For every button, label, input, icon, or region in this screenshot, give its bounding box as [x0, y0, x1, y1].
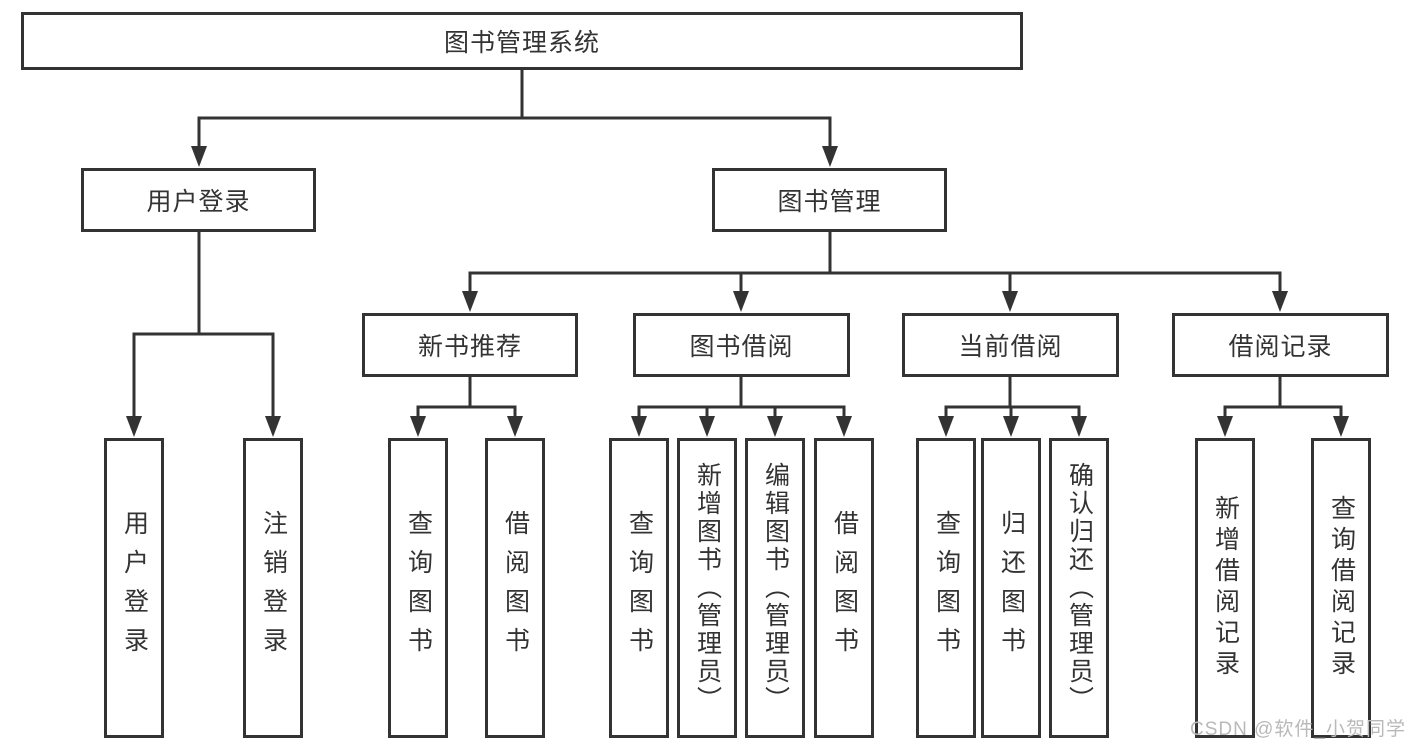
leaf-query-borrow-record: 查询借阅记录: [1311, 438, 1371, 738]
leaf-query-books-borrow: 查询图书: [609, 438, 669, 738]
node-label: 用户登录: [120, 510, 149, 666]
node-label: 查询借阅记录: [1327, 495, 1356, 681]
node-book-management: 图书管理: [712, 168, 947, 232]
leaf-return-books: 归还图书: [981, 438, 1041, 738]
node-label: 归还图书: [997, 510, 1026, 666]
node-current-borrow: 当前借阅: [902, 313, 1119, 377]
node-label: 图书借阅: [689, 333, 794, 361]
leaf-logout: 注销登录: [243, 438, 303, 738]
leaf-borrow-books: 借阅图书: [814, 438, 874, 738]
node-label: 借阅图书: [830, 510, 859, 666]
leaf-query-books-recommend: 查询图书: [388, 438, 448, 738]
node-label: 编辑图书（管理员）: [761, 462, 790, 714]
node-label: 图书管理: [777, 188, 882, 216]
node-label: 用户登录: [146, 188, 251, 216]
node-label: 新增借阅记录: [1211, 495, 1240, 681]
node-label: 查询图书: [932, 510, 961, 666]
node-user-login: 用户登录: [81, 168, 316, 232]
node-label: 图书管理系统: [443, 29, 600, 57]
node-new-book-recommend: 新书推荐: [362, 313, 578, 377]
leaf-edit-books-admin: 编辑图书（管理员）: [745, 438, 805, 738]
node-label: 查询图书: [404, 510, 433, 666]
leaf-add-borrow-record: 新增借阅记录: [1195, 438, 1255, 738]
node-library-management-system: 图书管理系统: [21, 12, 1023, 70]
node-label: 新书推荐: [417, 333, 522, 361]
node-label: 借阅记录: [1228, 333, 1333, 361]
node-label: 确认归还（管理员）: [1065, 462, 1094, 714]
node-label: 注销登录: [259, 510, 288, 666]
node-borrow-records: 借阅记录: [1172, 313, 1389, 377]
leaf-confirm-return-admin: 确认归还（管理员）: [1049, 438, 1109, 738]
arrowheads: [126, 146, 1349, 437]
node-label: 新增图书（管理员）: [693, 462, 722, 714]
leaf-user-login: 用户登录: [104, 438, 164, 738]
leaf-add-books-admin: 新增图书（管理员）: [677, 438, 737, 738]
node-label: 借阅图书: [501, 510, 530, 666]
leaf-query-books-current: 查询图书: [916, 438, 976, 738]
node-label: 查询图书: [625, 510, 654, 666]
node-book-borrow: 图书借阅: [633, 313, 850, 377]
leaf-borrow-books-recommend: 借阅图书: [485, 438, 545, 738]
csdn-watermark: CSDN @软件_小贺同学: [1190, 719, 1405, 740]
node-label: 当前借阅: [958, 333, 1063, 361]
